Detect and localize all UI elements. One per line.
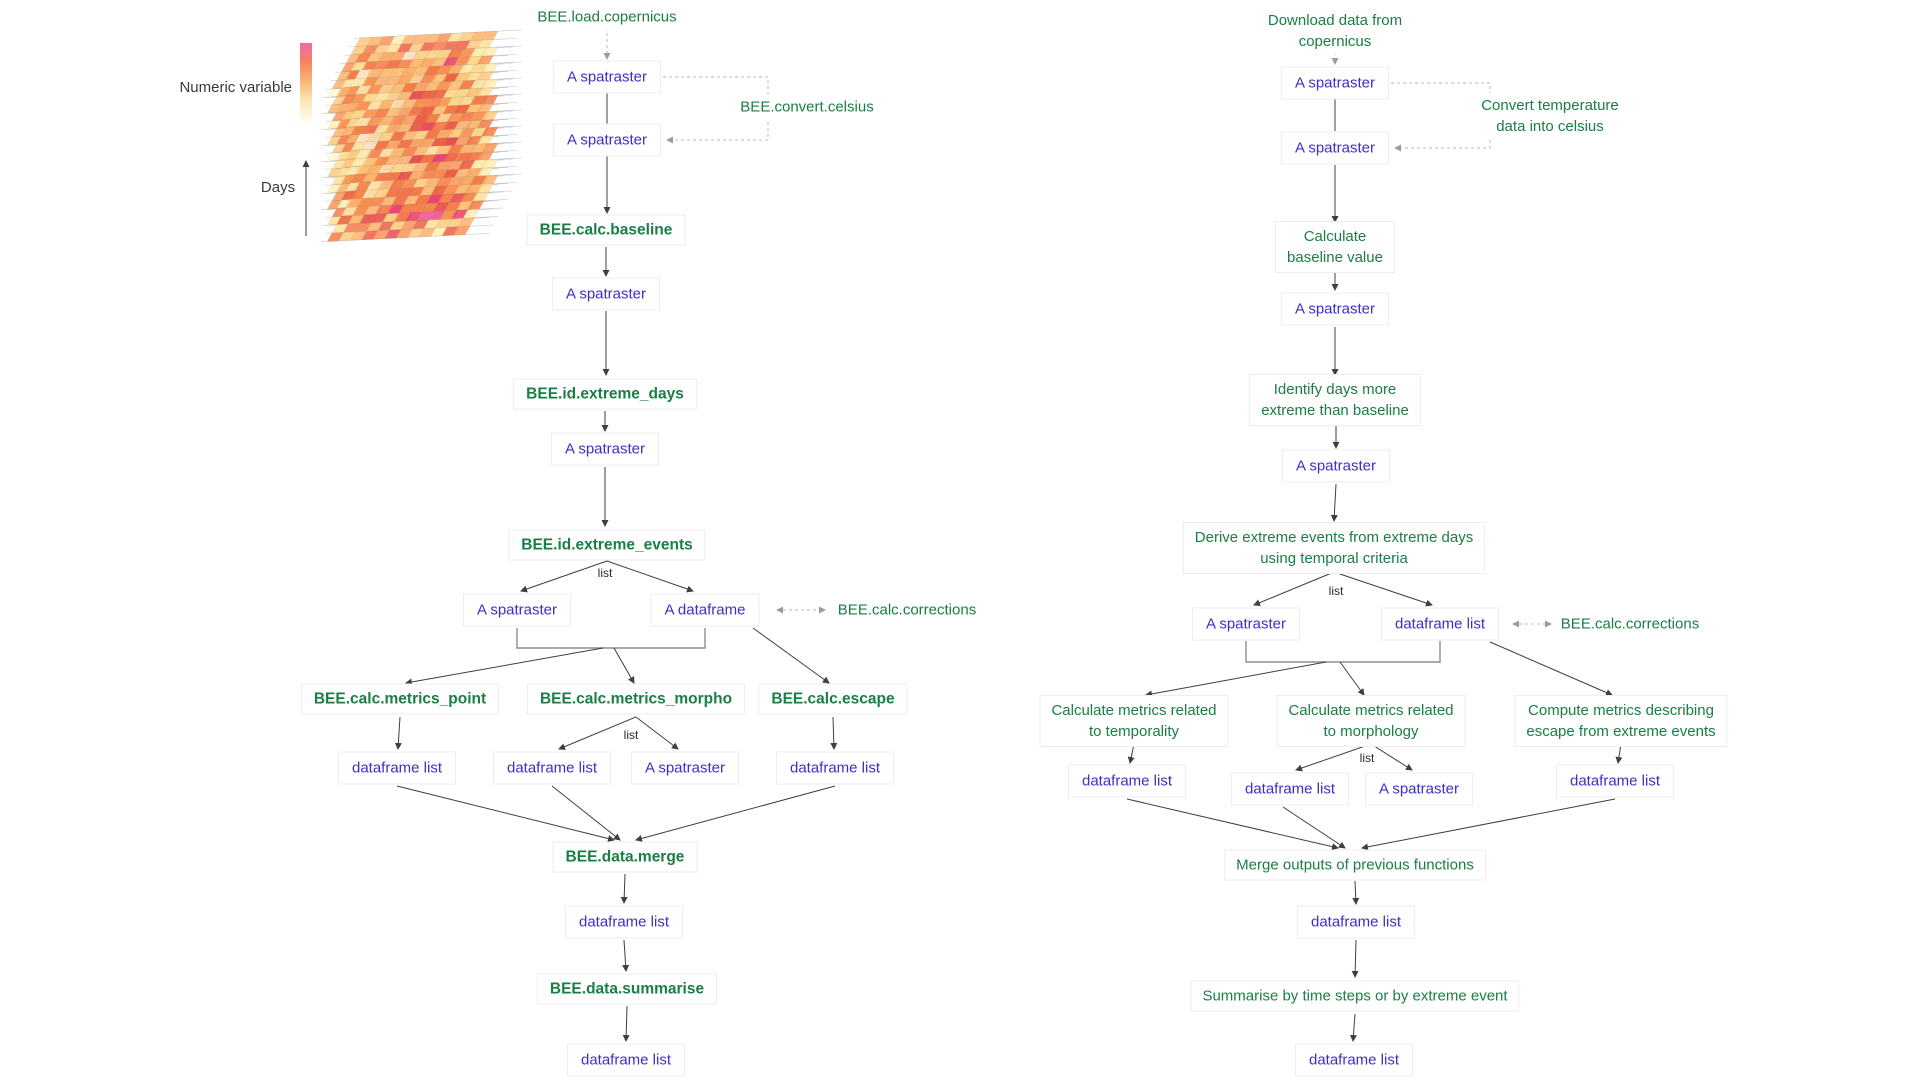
- left-node-dataframe-list-1: dataframe list: [337, 751, 457, 785]
- left-edge-23: [620, 873, 628, 904]
- right-node-dataframe-list-a: dataframe list: [1380, 607, 1500, 641]
- right-node-derive-extreme-events: Derive extreme events from extreme days …: [1182, 522, 1486, 574]
- right-edge-10: [1333, 571, 1433, 607]
- left-edge-20: [396, 785, 615, 842]
- right-node-calc-metrics-morphology: Calculate metrics related to morphology: [1276, 695, 1466, 747]
- right-edge-21: [1282, 806, 1346, 849]
- right-edge-13: [1145, 661, 1327, 698]
- right-edge-22: [1361, 798, 1616, 851]
- left-node-dataframe-list-5: dataframe list: [566, 1043, 686, 1077]
- left-edge-2: [663, 76, 769, 144]
- left-node-dataframe-list-4: dataframe list: [564, 905, 684, 939]
- right-edge-20: [1126, 798, 1339, 851]
- right-edge-18: [1370, 743, 1413, 771]
- left-node-bee-calc-escape: BEE.calc.escape: [758, 683, 908, 715]
- left-node-list-2: list: [620, 728, 642, 742]
- left-edge-9: [520, 560, 608, 593]
- left-edge-14: [613, 647, 635, 684]
- right-edge-9: [1253, 571, 1335, 606]
- right-node-spatraster-b: A spatraster: [1364, 772, 1474, 806]
- left-node-bee-calc-metrics-point: BEE.calc.metrics_point: [300, 683, 500, 715]
- left-node-spatraster-4: A spatraster: [550, 432, 660, 466]
- right-node-dataframe-list-1: dataframe list: [1067, 764, 1187, 798]
- left-edge-17: [558, 716, 637, 750]
- right-node-spatraster-a: A spatraster: [1191, 607, 1301, 641]
- legend-numeric-variable-label: Numeric variable: [179, 79, 292, 96]
- left-node-bee-convert-celsius: BEE.convert.celsius: [734, 94, 880, 120]
- right-edge-16: [1127, 743, 1135, 764]
- right-node-convert-temperature-data: Convert temperature data into celsius: [1475, 93, 1625, 139]
- right-node-bee-calc-corrections: BEE.calc.corrections: [1554, 611, 1706, 637]
- right-node-summarise-by-time-steps: Summarise by time steps or by extreme ev…: [1190, 980, 1520, 1012]
- left-node-dataframe-a: A dataframe: [650, 593, 760, 627]
- right-edge-17: [1295, 743, 1372, 772]
- left-node-spatraster-2: A spatraster: [552, 123, 662, 157]
- right-edge-15: [1489, 641, 1613, 696]
- left-node-spatraster-a: A spatraster: [462, 593, 572, 627]
- left-node-spatraster-b: A spatraster: [630, 751, 740, 785]
- left-edge-19: [830, 716, 838, 750]
- left-edge-15: [752, 627, 830, 684]
- left-node-bee-calc-baseline: BEE.calc.baseline: [526, 214, 686, 246]
- right-node-spatraster-2: A spatraster: [1280, 131, 1390, 165]
- left-node-bee-data-summarise: BEE.data.summarise: [536, 973, 718, 1005]
- left-node-spatraster-1: A spatraster: [552, 60, 662, 94]
- left-node-bee-data-merge: BEE.data.merge: [552, 841, 698, 873]
- left-node-dataframe-list-2: dataframe list: [492, 751, 612, 785]
- left-edge-25: [622, 1005, 630, 1042]
- right-node-list-2: list: [1356, 751, 1378, 765]
- right-node-merge-outputs: Merge outputs of previous functions: [1224, 849, 1486, 881]
- left-node-bee-calc-corrections: BEE.calc.corrections: [831, 597, 983, 623]
- right-node-identify-days-more-extreme: Identify days more extreme than baseline: [1249, 374, 1421, 426]
- left-node-bee-id-extreme-days: BEE.id.extreme_days: [513, 378, 697, 410]
- left-edge-22: [635, 785, 836, 842]
- left-edge-10: [606, 560, 694, 593]
- left-node-dataframe-list-3: dataframe list: [775, 751, 895, 785]
- right-edge-14: [1339, 661, 1365, 696]
- left-edge-24: [622, 939, 630, 972]
- right-node-dataframe-list-3: dataframe list: [1555, 764, 1675, 798]
- left-edge-21: [551, 785, 621, 841]
- left-node-bee-calc-metrics-morpho: BEE.calc.metrics_morpho: [526, 683, 746, 715]
- right-node-dataframe-list-5: dataframe list: [1294, 1043, 1414, 1077]
- right-edge-24: [1351, 939, 1359, 978]
- right-node-calculate-baseline-value: Calculate baseline value: [1275, 221, 1395, 273]
- right-edge-25: [1349, 1013, 1357, 1042]
- right-node-dataframe-list-2: dataframe list: [1230, 772, 1350, 806]
- raster-layer-10: [321, 173, 523, 243]
- right-edge-23: [1352, 880, 1360, 905]
- right-node-calc-metrics-temporality: Calculate metrics related to temporality: [1039, 695, 1229, 747]
- left-edge-16: [394, 716, 402, 750]
- left-edge-18: [635, 716, 679, 750]
- right-node-dataframe-list-4: dataframe list: [1296, 905, 1416, 939]
- left-node-list-1: list: [594, 566, 616, 580]
- right-edge-19: [1615, 743, 1623, 764]
- legend-gradient-bar: [300, 43, 312, 122]
- right-node-list-1: list: [1325, 584, 1347, 598]
- left-node-spatraster-3: A spatraster: [551, 277, 661, 311]
- right-node-spatraster-3: A spatraster: [1280, 292, 1390, 326]
- left-edge-12: [516, 628, 706, 649]
- right-node-compute-metrics-escape: Compute metrics describing escape from e…: [1514, 695, 1728, 747]
- right-edge-8: [1330, 483, 1338, 522]
- right-edge-2: [1391, 82, 1491, 152]
- legend-days-label: Days: [260, 179, 296, 196]
- right-edge-12: [1245, 641, 1441, 663]
- right-node-spatraster-4: A spatraster: [1281, 449, 1391, 483]
- left-edge-13: [405, 647, 604, 686]
- right-node-download-data-from-copernicus: Download data from copernicus: [1261, 8, 1409, 54]
- left-node-bee-id-extreme-events: BEE.id.extreme_events: [508, 529, 706, 561]
- left-node-bee-load-copernicus: BEE.load.copernicus: [531, 4, 683, 30]
- right-node-spatraster-1: A spatraster: [1280, 66, 1390, 100]
